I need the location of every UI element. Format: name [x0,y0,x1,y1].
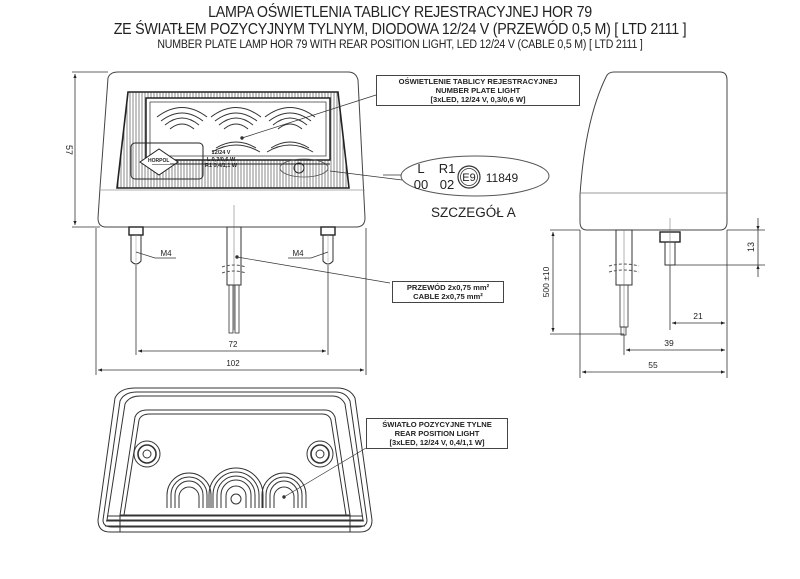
cable-front [221,205,247,334]
rear-screw-left [133,440,161,468]
callout-cable-line1: PRZEWÓD 2x0,75 mm² [406,283,490,292]
dim-stud-spacing: 72 [229,340,238,349]
approval-l-bottom: 00 [414,177,428,192]
callout-rear-position-line3: [3xLED, 12/24 V, 0,4/1,1 W] [389,438,485,447]
side-view [579,71,728,336]
lens-print-l-rating: L 0,3/0,6 W [206,156,236,163]
callout-number-plate-line1: OŚWIETLENIE TABLICY REJESTRACYJNEJ [398,77,558,86]
front-view [97,71,403,334]
side-housing-outline [579,71,728,231]
approval-number: 11849 [486,171,519,185]
lens-print: 12/24 V L 0,3/0,6 W R1 0,4/1,1 W [199,150,243,170]
callout-number-plate-light: OŚWIETLENIE TABLICY REJESTRACYJNEJ NUMBE… [376,75,580,106]
callout-rear-position-line1: ŚWIATŁO POZYCYJNE TYLNE [382,420,492,429]
approval-l-top: L [417,161,424,176]
front-dimensions [72,71,367,375]
side-dimensions [550,218,765,378]
dim-thread-right: M4 [292,249,304,258]
led-arcs-bottom [211,141,314,153]
callout-rear-position-light: ŚWIATŁO POZYCYJNE TYLNE REAR POSITION LI… [366,418,508,449]
rear-led-domes [166,467,307,508]
callout-rear-position-line2: REAR POSITION LIGHT [394,429,480,438]
rear-view [97,387,373,533]
front-housing-outline [97,71,366,228]
title-line-1: LAMPA OŚWIETLENIA TABLICY REJESTRACYJNEJ… [208,4,592,21]
approval-e-mark: E9 [462,172,475,184]
dim-stud-length: 13 [746,242,756,252]
dim-depth: 55 [648,360,658,370]
led-arcs-top [156,107,316,130]
title-line-3-english: NUMBER PLATE LAMP HOR 79 WITH REAR POSIT… [157,39,643,51]
callout-cable: PRZEWÓD 2x0,75 mm² CABLE 2x0,75 mm² [392,281,504,303]
callout-number-plate-line3: [3xLED, 12/24 V, 0,3/0,6 W] [430,95,526,104]
approval-mark [383,155,550,197]
lens-brand-logo: HORPOL [147,158,171,164]
lens-print-r-rating: R1 0,4/1,1 W [204,163,238,169]
mounting-stud-right [320,226,336,265]
dim-height-57: 57 [64,145,74,155]
dim-thread-left: M4 [160,249,172,258]
title-line-2: ZE ŚWIATŁEM POZYCYJNYM TYLNYM, DIODOWA 1… [113,21,687,38]
detail-a-caption: SZCZEGÓŁ A [431,205,516,220]
dim-cable-offset: 39 [664,338,674,348]
dim-cable-length: 500 ±10 [541,266,551,297]
approval-r-bottom: 02 [440,177,454,192]
approval-r-top: R1 [439,161,456,176]
rear-screw-right [306,440,334,468]
lens-print-voltage: 12/24 V [211,150,231,156]
callout-number-plate-line2: NUMBER PLATE LIGHT [435,86,521,95]
callout-cable-line2: CABLE 2x0,75 mm² [413,292,483,301]
dim-stud-offset: 21 [693,311,703,321]
rear-housing-outer [97,387,373,533]
mounting-stud-left [128,226,144,265]
dim-width: 102 [226,359,240,368]
